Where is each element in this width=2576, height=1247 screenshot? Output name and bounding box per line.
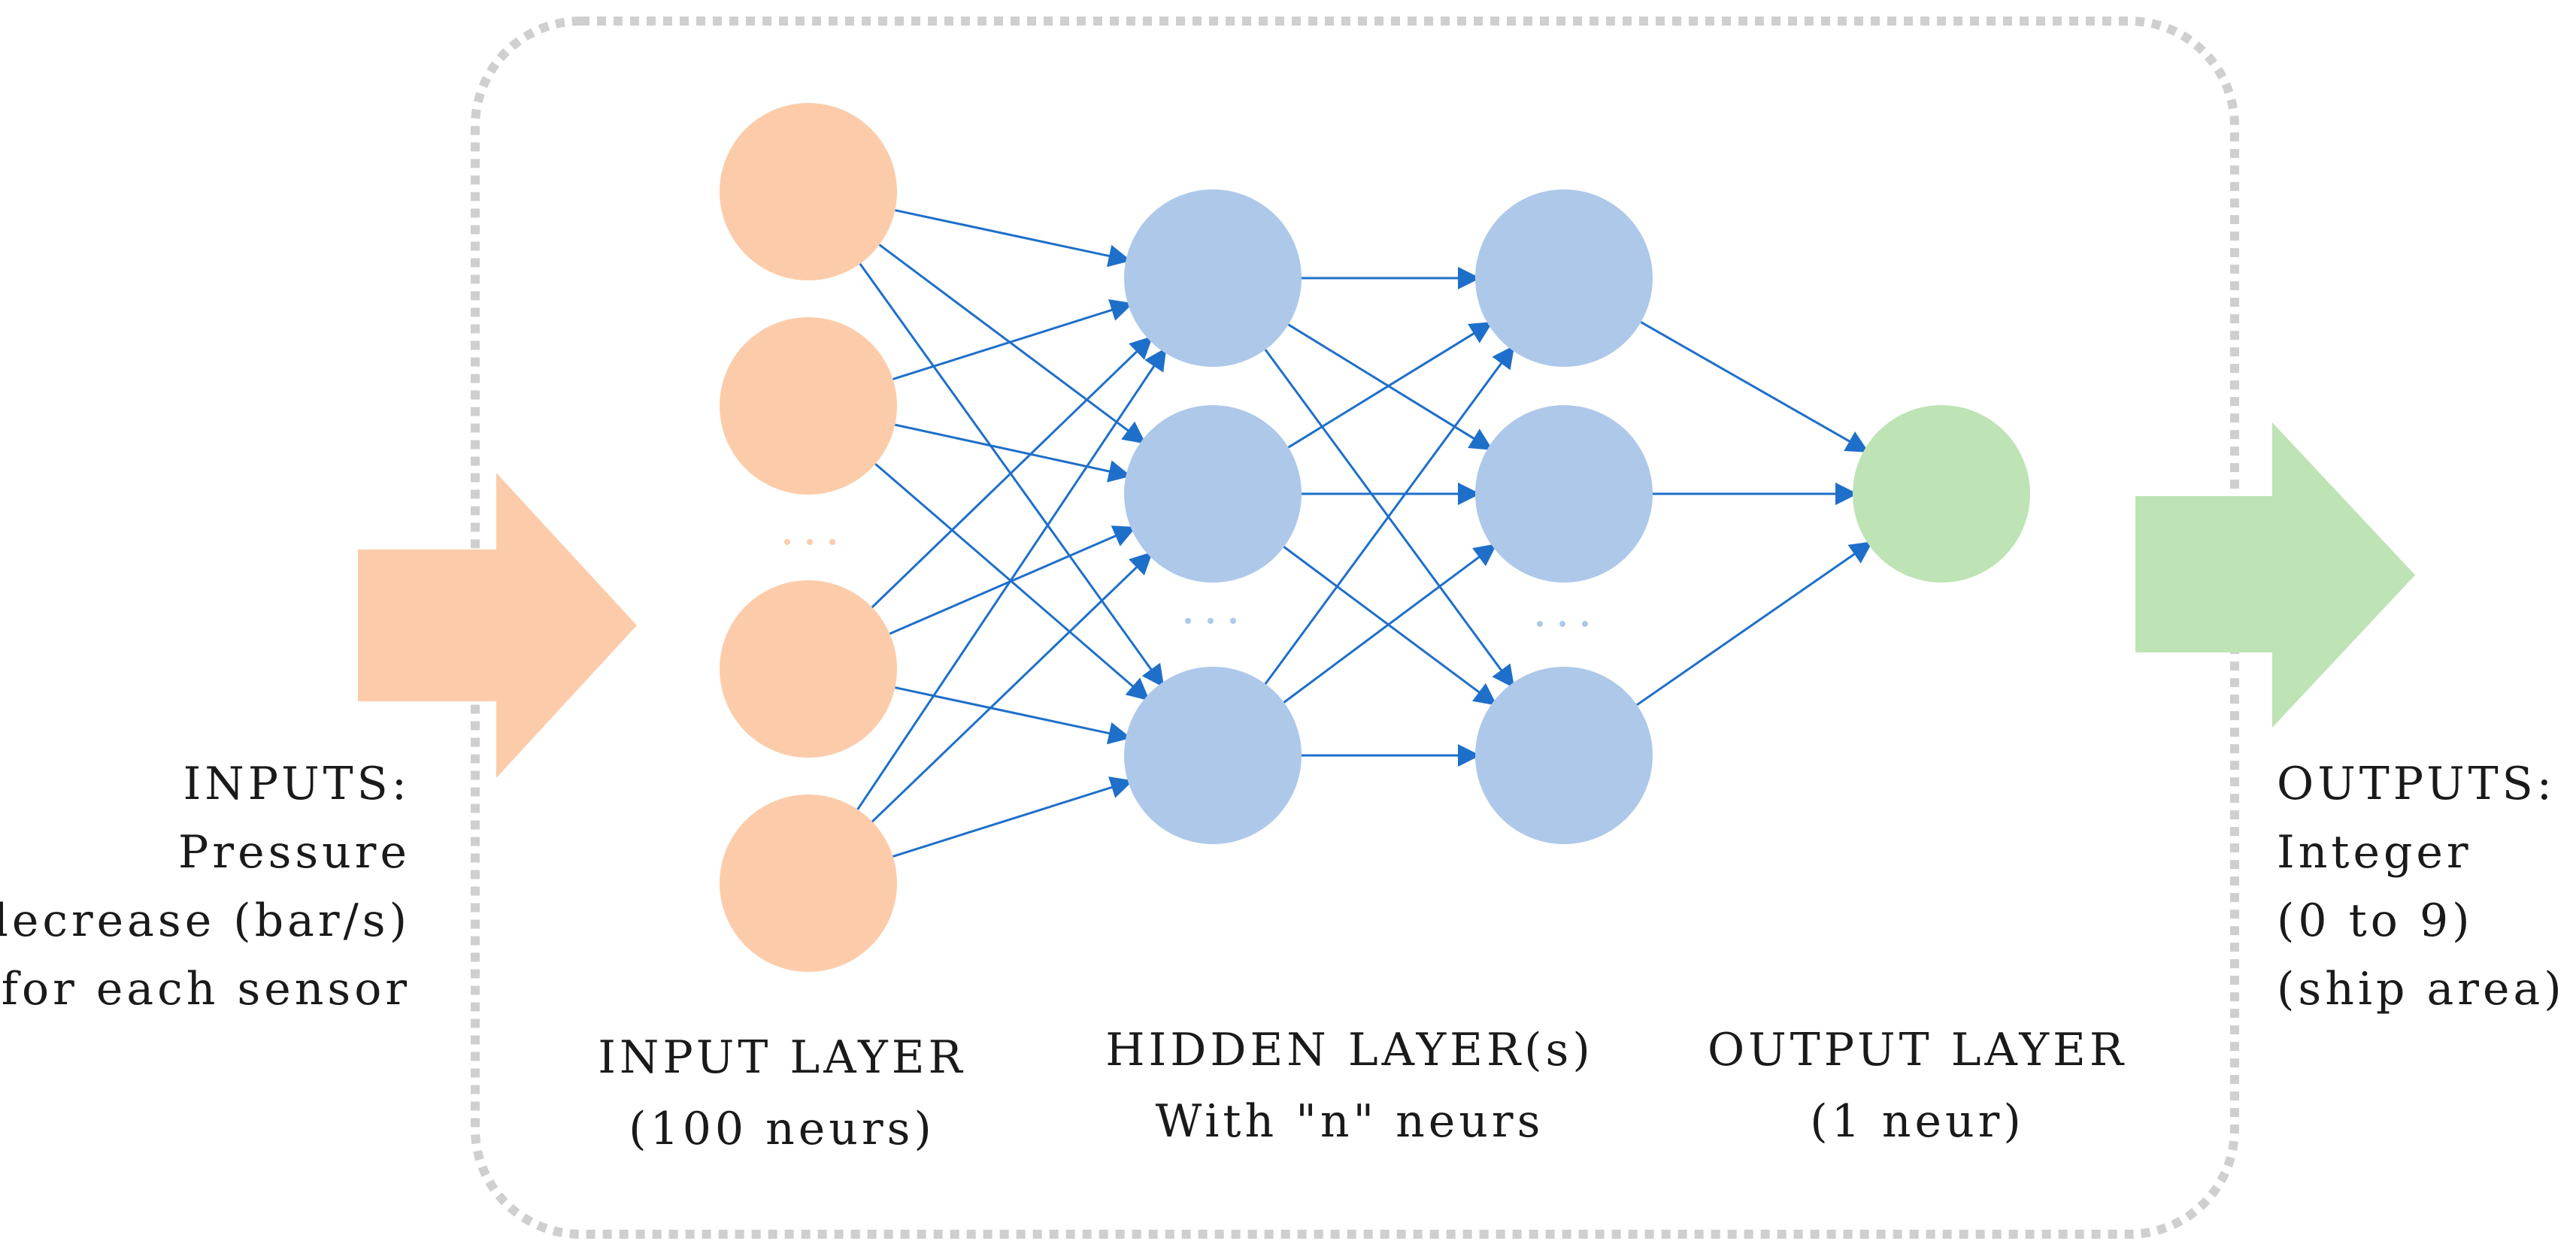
- hidden-layer-subtitle: With "n" neurs: [1155, 1095, 1544, 1148]
- connection-input-2-to-hidden1-1: [889, 525, 1137, 635]
- connection-hidden1-0-to-hidden2-2: [1264, 349, 1515, 689]
- output-layer-subtitle: (1 neur): [1810, 1095, 2025, 1148]
- connection-hidden1-2-to-hidden2-1: [1283, 543, 1498, 704]
- neurons: [720, 103, 2030, 972]
- hidden-ellipsis-1: [1185, 618, 1236, 624]
- hidden-ellipsis-2: [1537, 621, 1588, 627]
- input-neuron-2: [720, 317, 897, 495]
- input-ellipsis: [784, 539, 835, 545]
- connection-input-0-to-hidden1-1: [878, 244, 1147, 444]
- input-arrow: [358, 473, 637, 778]
- connection-hidden2-0-to-output-0: [1640, 321, 1869, 452]
- input-layer-title: INPUT LAYER: [598, 1031, 966, 1084]
- hidden1-neuron-3: [1124, 667, 1302, 844]
- connection-hidden1-1-to-hidden2-2: [1283, 546, 1498, 706]
- connection-input-3-to-hidden1-1: [871, 552, 1153, 823]
- connection-input-0-to-hidden1-0: [895, 209, 1132, 268]
- connections: [856, 209, 1873, 858]
- inputs-line-1: Pressure: [178, 826, 411, 879]
- output-arrow: [2135, 422, 2415, 728]
- connection-hidden1-0-to-hidden2-1: [1287, 323, 1493, 450]
- hidden2-neuron-3: [1475, 667, 1653, 844]
- connection-input-0-to-hidden1-2: [859, 263, 1165, 688]
- connection-input-3-to-hidden1-2: [893, 776, 1134, 858]
- hidden-layer-caption: HIDDEN LAYER(s) With "n" neurs: [1049, 1015, 1650, 1158]
- input-neuron-1: [720, 103, 897, 280]
- output-layer-title: OUTPUT LAYER: [1707, 1024, 2128, 1076]
- inputs-heading: INPUTS:: [183, 758, 411, 810]
- connection-input-2-to-hidden1-0: [871, 336, 1153, 609]
- outputs-description: OUTPUTS: Integer (0 to 9) (ship area): [2277, 750, 2565, 1024]
- hidden1-neuron-1: [1124, 189, 1302, 367]
- connection-input-1-to-hidden1-1: [894, 423, 1132, 483]
- outputs-line-3: (ship area): [2277, 963, 2565, 1015]
- inputs-line-3: for each sensor: [1, 963, 411, 1015]
- input-layer-subtitle: (100 neurs): [629, 1103, 935, 1155]
- output-neuron-1: [1853, 405, 2030, 583]
- outputs-line-1: Integer: [2277, 826, 2472, 879]
- input-neuron-4: [720, 795, 897, 972]
- input-layer-caption: INPUT LAYER (100 neurs): [549, 1022, 1015, 1165]
- outputs-heading: OUTPUTS:: [2277, 758, 2556, 810]
- outputs-line-2: (0 to 9): [2277, 894, 2474, 947]
- connection-input-3-to-hidden1-0: [856, 347, 1167, 810]
- input-neuron-3: [720, 580, 897, 758]
- connection-input-2-to-hidden1-2: [895, 686, 1132, 745]
- connection-hidden1-2-to-hidden2-0: [1264, 345, 1515, 685]
- hidden1-neuron-2: [1124, 405, 1302, 583]
- output-layer-caption: OUTPUT LAYER (1 neur): [1654, 1015, 2181, 1158]
- inputs-line-2: decrease (bar/s): [0, 894, 411, 947]
- hidden2-neuron-1: [1475, 189, 1653, 367]
- hidden-layer-title: HIDDEN LAYER(s): [1105, 1024, 1594, 1076]
- hidden2-neuron-2: [1475, 405, 1653, 583]
- inputs-description: INPUTS: Pressure decrease (bar/s) for ea…: [0, 750, 411, 1024]
- connection-input-1-to-hidden1-0: [893, 299, 1134, 380]
- connection-hidden2-2-to-output-0: [1636, 541, 1873, 707]
- connection-hidden1-1-to-hidden2-0: [1287, 322, 1493, 449]
